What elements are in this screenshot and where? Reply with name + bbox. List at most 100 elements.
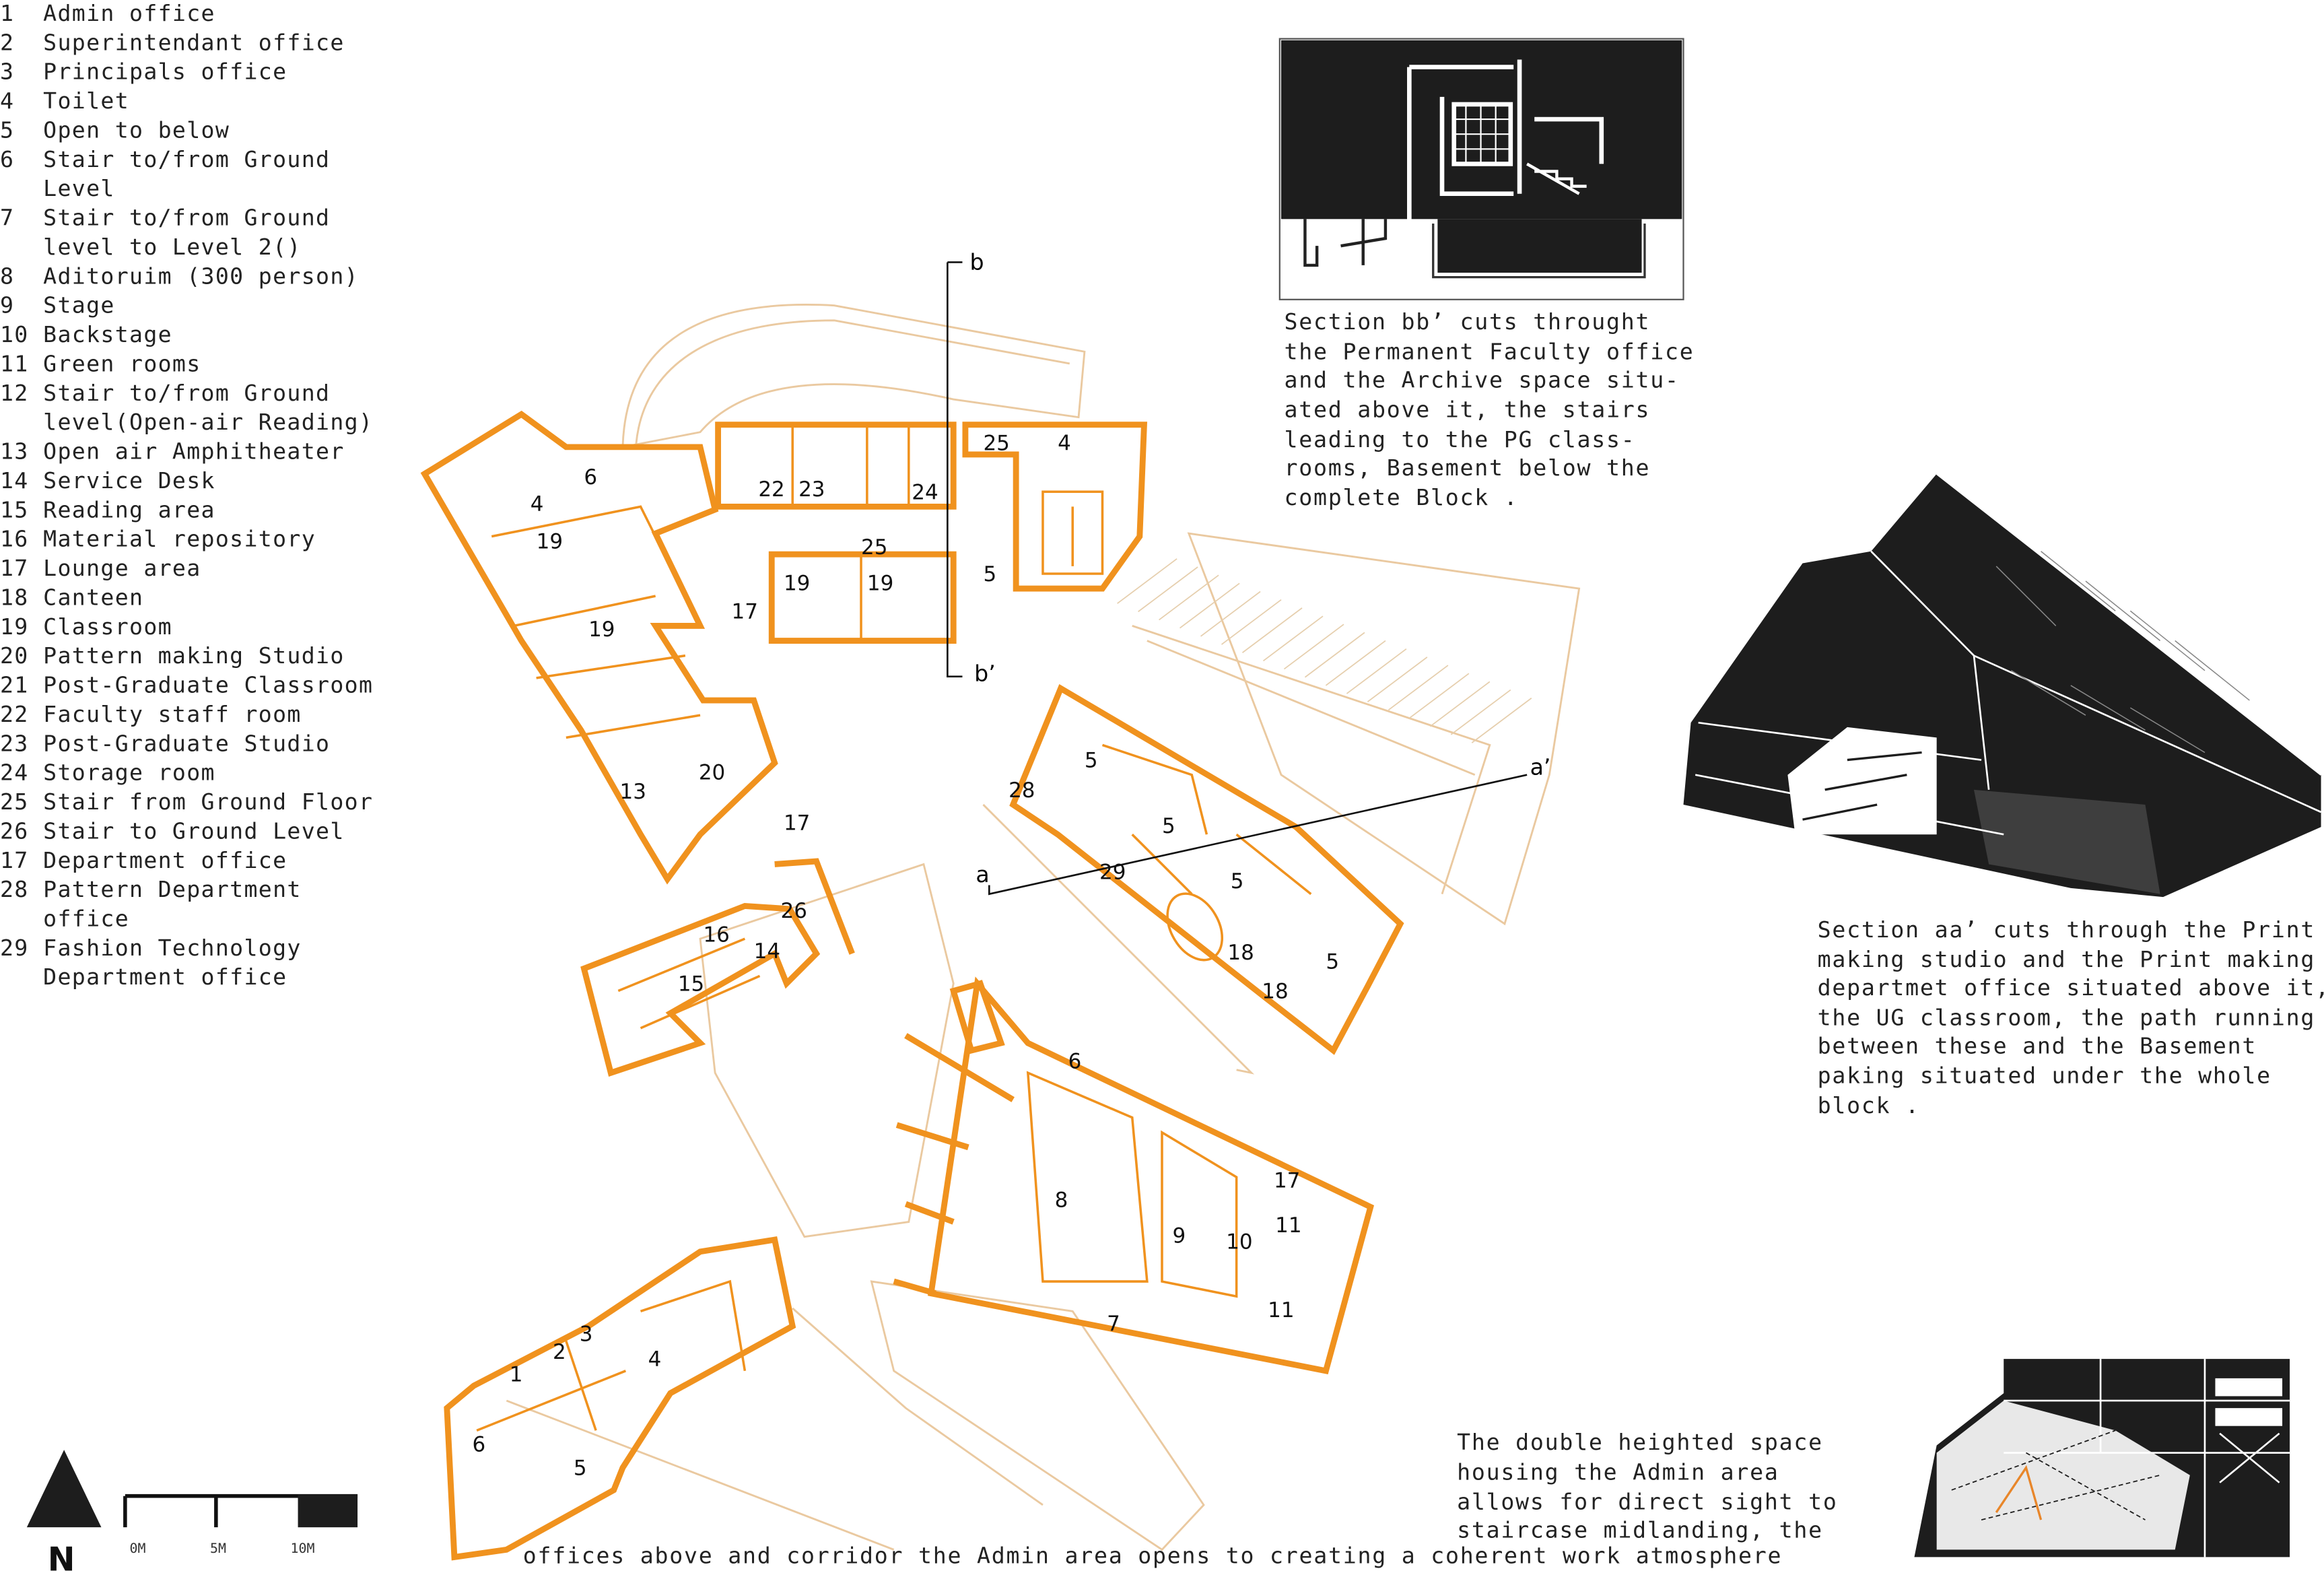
section-mark-a-prime: a’ (1530, 754, 1551, 780)
legend-label-continued: level(Open-air Reading) (43, 409, 373, 435)
caption-line: paking situated under the whole (1818, 1063, 2271, 1089)
caption-line: block . (1818, 1092, 1920, 1118)
legend-label: Post-Graduate Studio (43, 730, 330, 756)
room-number: 4 (1058, 431, 1071, 455)
room-number: 5 (983, 562, 996, 587)
legend-label: Aditoruim (300 person) (43, 263, 359, 289)
legend-label: Stair from Ground Floor (43, 789, 373, 815)
legend-number: 15 (0, 496, 29, 523)
legend-number: 21 (0, 672, 29, 698)
legend-label: Service Desk (43, 467, 215, 494)
caption-line: staircase midlanding, the (1457, 1517, 1823, 1543)
toilet-block-walls (962, 422, 1148, 592)
legend-number: 29 (0, 935, 29, 961)
room-number: 5 (574, 1456, 587, 1481)
legend-number: 7 (0, 205, 14, 231)
room-number: 19 (537, 529, 563, 554)
caption-line: allows for direct sight to (1457, 1489, 1838, 1515)
legend-number: 2 (0, 29, 14, 55)
hatch-line (1429, 681, 1491, 727)
section-line-bb (947, 261, 963, 677)
legend-label: Admin office (43, 0, 215, 26)
legend-label: Pattern making Studio (43, 642, 344, 669)
hatch-line (1304, 632, 1365, 678)
caption-line: Section bb’ cuts throught (1284, 308, 1650, 335)
legend-label: Superintendant office (43, 29, 344, 55)
caption-line: departmet office situated above it, (1818, 974, 2324, 1001)
room-number: 25 (983, 431, 1009, 455)
hatch-line (1262, 615, 1324, 662)
legend-label: Stair to/from Ground (43, 146, 330, 172)
hatch-line (1283, 624, 1344, 670)
room-number: 24 (912, 480, 938, 504)
section-bb-caption: Section bb’ cuts throught the Permanent … (1284, 308, 1693, 510)
hatch-line (1367, 657, 1428, 702)
room-number: 6 (1068, 1050, 1082, 1074)
room-number: 18 (1262, 980, 1288, 1004)
legend-label: Reading area (43, 496, 215, 523)
room-number: 10 (1226, 1230, 1252, 1254)
section-cuts: b b’ a a’ (947, 249, 1551, 896)
section-line-aa (988, 774, 1528, 896)
legend-number: 16 (0, 526, 29, 552)
hatch-line (1138, 566, 1198, 613)
room-number: 15 (678, 972, 704, 997)
room-number: 5 (1085, 749, 1098, 773)
legend-label: Pattern Department (43, 876, 302, 902)
caption-line: The double heighted space (1457, 1429, 1823, 1455)
legend-label: Green rooms (43, 350, 201, 376)
section-aa-caption: Section aa’ cuts through the Print makin… (1818, 916, 2324, 1118)
caption-line: making studio and the Print making (1818, 946, 2316, 972)
room-number: 16 (703, 923, 729, 947)
legend-number: 12 (0, 380, 29, 406)
hatch-line (1117, 558, 1177, 604)
room-number: 19 (784, 571, 810, 595)
room-number: 2 (553, 1340, 566, 1364)
caption-line: ated above it, the stairs (1284, 397, 1650, 423)
hatch-line (1325, 640, 1386, 686)
caption-line: between these and the Basement (1818, 1032, 2257, 1059)
legend-label: Stair to/from Ground (43, 205, 330, 231)
legend-number: 17 (0, 555, 29, 581)
floor-plan (420, 410, 1404, 1561)
scale-bar: 0M 5M 10M (123, 1494, 358, 1556)
room-number: 14 (754, 939, 780, 964)
room-number: 26 (781, 899, 807, 923)
caption-line: complete Block . (1284, 484, 1518, 510)
scale-tick-label: 5M (210, 1541, 226, 1556)
legend-number: 11 (0, 350, 29, 376)
room-number: 17 (731, 599, 757, 624)
room-number: 19 (588, 617, 615, 642)
legend-number: 25 (0, 789, 29, 815)
legend-number: 17 (0, 847, 29, 873)
legend-label: Stage (43, 292, 115, 319)
legend-number: 14 (0, 467, 29, 494)
legend-number: 4 (0, 88, 14, 114)
caption-line: housing the Admin area (1457, 1459, 1779, 1485)
hatch-line (1241, 607, 1303, 653)
hatch-line (1346, 648, 1407, 694)
north-label: N (48, 1541, 75, 1575)
legend-label-continued: Level (43, 175, 115, 201)
legend-number: 22 (0, 701, 29, 727)
legend-number: 1 (0, 0, 14, 26)
admin-caption: The double heighted space housing the Ad… (523, 1429, 1838, 1568)
room-number: 8 (1055, 1188, 1068, 1212)
room-numbers: 4 6 19 19 22 23 24 25 4 25 19 19 5 17 13… (472, 431, 1339, 1480)
legend-number: 5 (0, 116, 14, 143)
room-number: 25 (861, 535, 887, 560)
legend-label: Lounge area (43, 555, 201, 581)
room-number: 17 (784, 811, 810, 836)
canteen-block-walls (1009, 683, 1404, 1055)
legend-number: 24 (0, 760, 29, 786)
section-bb-drawing (1278, 38, 1684, 300)
caption-line: leading to the PG class- (1284, 426, 1635, 453)
room-number: 7 (1107, 1312, 1120, 1336)
room-number: 11 (1275, 1213, 1301, 1238)
room-number: 3 (580, 1322, 593, 1347)
legend-label: Classroom (43, 613, 172, 640)
caption-line: the UG classroom, the path running (1818, 1004, 2316, 1030)
legend-number: 28 (0, 876, 29, 902)
legend-label: Open to below (43, 116, 230, 143)
legend-number: 13 (0, 438, 29, 465)
